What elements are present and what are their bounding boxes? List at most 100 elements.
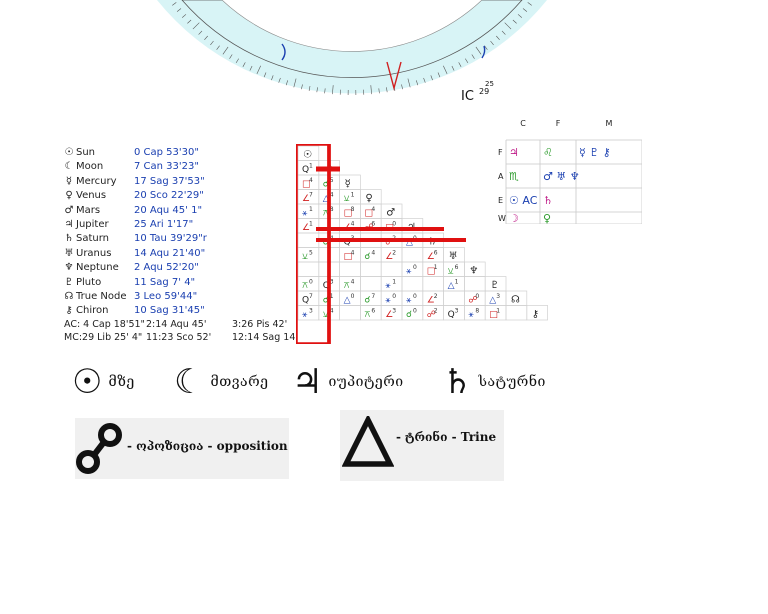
aspect-glyph: ⚻ bbox=[323, 209, 329, 219]
planet-glyph-icon: ♀ bbox=[65, 190, 73, 202]
svg-text:4: 4 bbox=[351, 250, 355, 257]
svg-text:3: 3 bbox=[309, 308, 313, 315]
jupiter-icon: ♃ bbox=[292, 362, 323, 402]
element-row-header: W bbox=[498, 214, 506, 223]
element-col-header: C bbox=[520, 119, 526, 128]
aspect-glyph: □ bbox=[427, 267, 436, 277]
aspect-glyph: ⚺ bbox=[344, 194, 350, 204]
svg-text:1: 1 bbox=[309, 221, 313, 228]
planet-row: ♂Mars 20 Aqu 45' 1" bbox=[62, 204, 203, 218]
element-row-header: E bbox=[498, 196, 503, 205]
svg-text:8: 8 bbox=[330, 206, 334, 213]
svg-text:0: 0 bbox=[413, 293, 417, 300]
svg-text:0: 0 bbox=[413, 308, 417, 315]
element-cell: ♂ ♅ ♆ bbox=[543, 170, 580, 183]
planet-glyph-icon: ☿ bbox=[65, 175, 73, 187]
legend-jupiter: ♃ იუპიტერი bbox=[292, 362, 404, 402]
svg-text:1: 1 bbox=[351, 192, 355, 199]
svg-text:1: 1 bbox=[496, 308, 500, 315]
aspect-glyph: □ bbox=[364, 209, 373, 219]
svg-text:2: 2 bbox=[434, 308, 438, 315]
aspect-glyph: ⚹ bbox=[406, 296, 412, 306]
element-cell: ♃ bbox=[509, 146, 519, 159]
aspect-glyph: ⚹ bbox=[302, 209, 308, 219]
aspect-glyph: ⚹ bbox=[406, 267, 412, 277]
element-cell: ☽ bbox=[509, 212, 519, 224]
aspect-glyph: ⚺ bbox=[302, 252, 308, 262]
svg-text:0: 0 bbox=[392, 221, 396, 228]
planet-legend: ☉ მზე ☾ მთვარე ♃ იუპიტერი ♄ სატურნი bbox=[62, 360, 582, 412]
angle-ac: AC: 4 Cap 18'51" bbox=[64, 319, 145, 330]
opposition-label: - ოპოზიცია - opposition bbox=[127, 439, 288, 453]
ic-minutes: 25 bbox=[485, 80, 494, 88]
planet-position: 25 Ari 1'17" bbox=[134, 219, 194, 230]
aspect-glyph: Q bbox=[302, 296, 309, 306]
svg-text:0: 0 bbox=[392, 293, 396, 300]
wheel-glyph-red bbox=[386, 61, 402, 91]
svg-text:1: 1 bbox=[309, 206, 313, 213]
aspect-glyph: □ bbox=[344, 209, 353, 219]
planet-glyph-icon: ♃ bbox=[64, 219, 74, 230]
legend-jupiter-label: იუპიტერი bbox=[328, 374, 404, 390]
planet-name: Chiron bbox=[76, 305, 109, 317]
planet-name: Mars bbox=[76, 204, 101, 216]
svg-text:4: 4 bbox=[371, 206, 375, 213]
aspect-glyph: ⚺ bbox=[323, 310, 329, 320]
legend-sun: ☉ მზე bbox=[72, 362, 135, 402]
element-row-header: A bbox=[498, 172, 504, 181]
svg-text:1: 1 bbox=[434, 264, 438, 271]
svg-text:3: 3 bbox=[392, 308, 396, 315]
legend-sun-label: მზე bbox=[108, 374, 135, 390]
planet-name: Saturn bbox=[76, 233, 110, 245]
planet-glyph-icon: ♇ bbox=[64, 276, 74, 288]
legend-saturn-label: სატურნი bbox=[478, 374, 546, 390]
svg-text:1: 1 bbox=[392, 279, 396, 286]
moon-icon: ☾ bbox=[174, 362, 205, 402]
aspect-glyph: ∠ bbox=[385, 252, 393, 262]
planet-position: 20 Sco 22'29" bbox=[134, 190, 204, 202]
element-cell: ♏ bbox=[509, 170, 519, 183]
svg-text:7: 7 bbox=[309, 192, 313, 199]
planet-position: 20 Aqu 45' 1" bbox=[134, 204, 203, 216]
aspect-glyph: △ bbox=[344, 296, 351, 306]
aspect-glyph: ☌ bbox=[406, 310, 412, 320]
house-12: 12:14 Sag 14' bbox=[232, 332, 298, 343]
aspect-glyph: ∠ bbox=[302, 194, 310, 204]
grid-planet-icon: ☿ bbox=[345, 179, 351, 190]
legend-moon-label: მთვარე bbox=[210, 374, 269, 390]
aspect-glyph: ⚻ bbox=[364, 310, 370, 320]
planet-name: Uranus bbox=[76, 247, 112, 259]
house-3: 3:26 Pis 42' bbox=[232, 319, 288, 330]
svg-text:4: 4 bbox=[351, 279, 355, 286]
svg-text:5: 5 bbox=[309, 250, 313, 257]
element-row-header: F bbox=[498, 148, 503, 157]
planet-position: 11 Sag 7' 4" bbox=[134, 276, 196, 288]
trine-legend: - ტრინი - Trine bbox=[340, 410, 504, 481]
aspect-glyph: ⚻ bbox=[302, 281, 308, 291]
svg-text:6: 6 bbox=[371, 221, 375, 228]
planet-position: 2 Aqu 52'20" bbox=[134, 262, 199, 274]
aspect-glyph: ⚻ bbox=[344, 281, 350, 291]
aspect-glyph: △ bbox=[406, 238, 413, 248]
aspect-glyph: ∠ bbox=[427, 252, 435, 262]
grid-planet-icon: ☉ bbox=[303, 150, 312, 161]
grid-planet-icon: ♅ bbox=[449, 251, 458, 262]
aspect-glyph: ∠ bbox=[427, 296, 435, 306]
element-cell: ☉ AC bbox=[509, 194, 538, 207]
legend-saturn: ♄ სატურნი bbox=[442, 362, 546, 402]
planet-glyph-icon: ♂ bbox=[64, 204, 74, 216]
planet-glyph-icon: ♄ bbox=[64, 233, 74, 245]
aspect-glyph: Q bbox=[344, 238, 351, 248]
grid-planet-icon: ♂ bbox=[386, 208, 395, 219]
trine-label: - ტრინი - Trine bbox=[396, 430, 497, 444]
svg-text:7: 7 bbox=[371, 293, 375, 300]
trine-icon bbox=[342, 416, 394, 467]
opposition-legend: - ოპოზიცია - opposition bbox=[75, 418, 289, 479]
